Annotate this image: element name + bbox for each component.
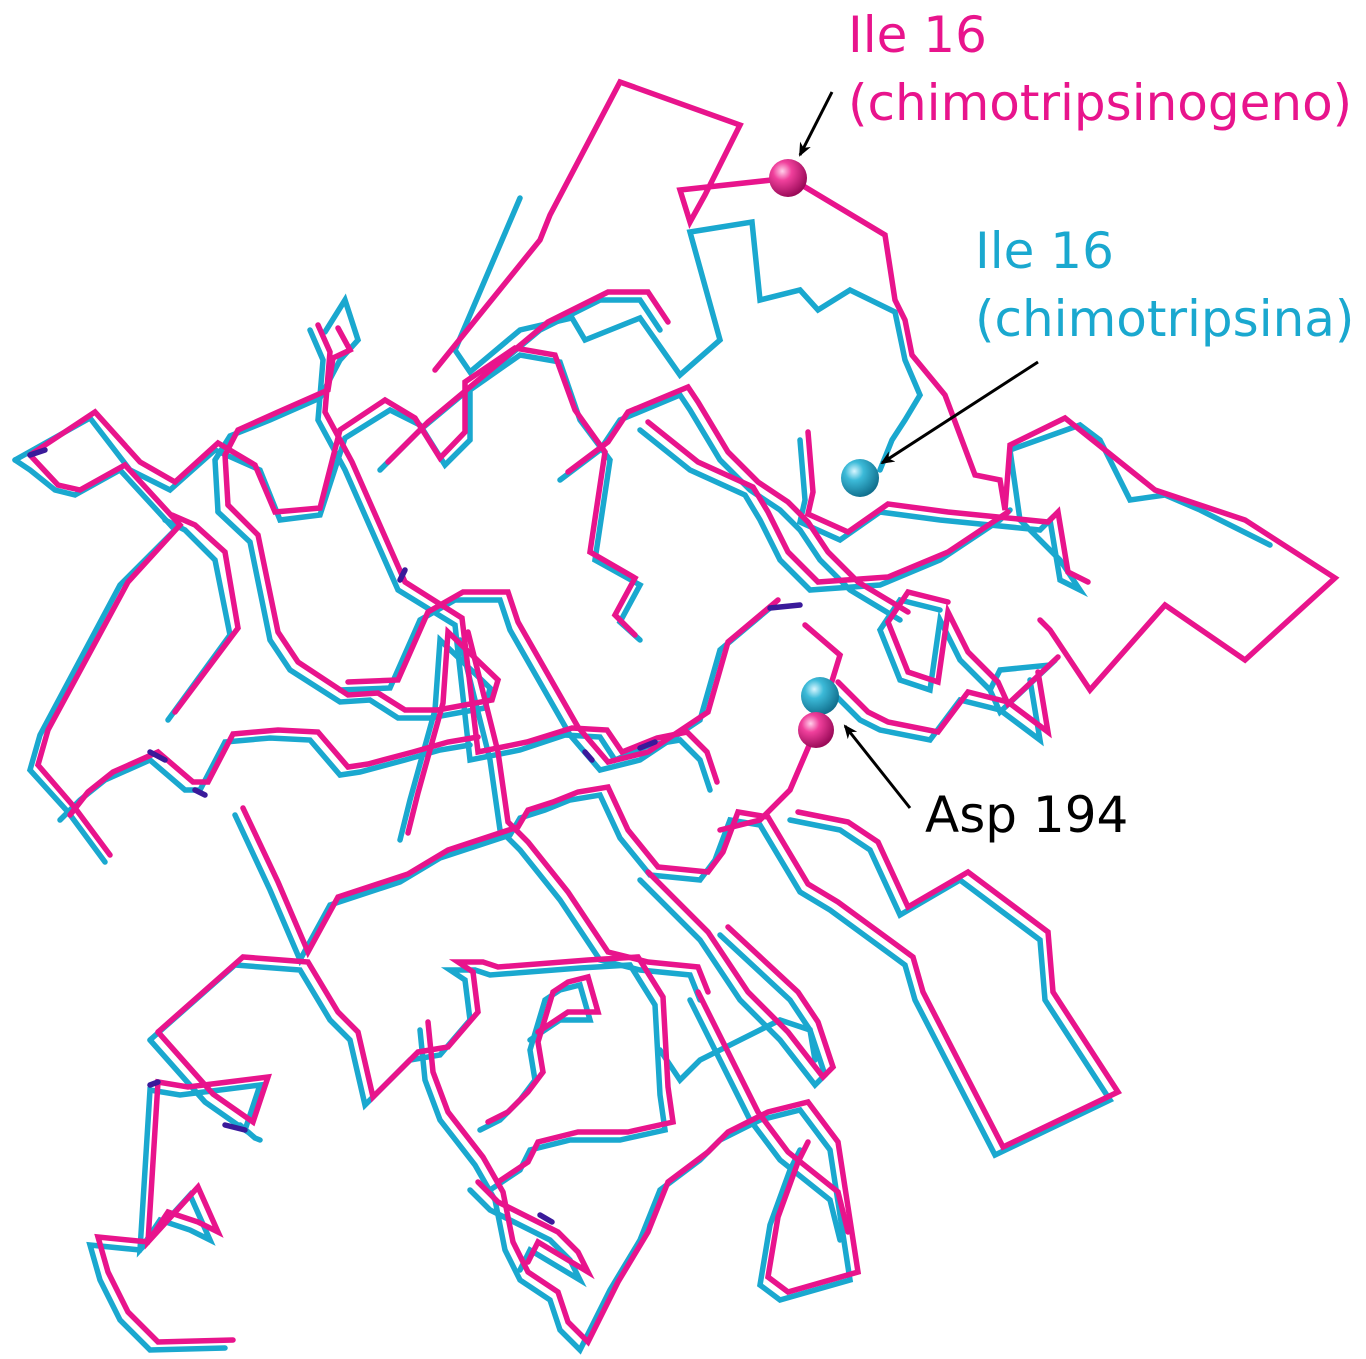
- ile16-chymotrypsin-label-line2: (chimotripsina): [975, 290, 1354, 348]
- ile16-chymotrypsinogen-marker: [769, 159, 807, 197]
- asp194-chymotrypsinogen-marker: [798, 712, 834, 748]
- ile16-chymotrypsin-pointer: [880, 360, 1039, 465]
- overlap-accents: [27, 447, 803, 1225]
- ile16-chymotrypsinogen-pointer: [798, 91, 834, 157]
- asp194-chymotrypsin-marker: [801, 677, 839, 715]
- chymotrypsin-backbone-trace: [12, 195, 1273, 1355]
- ile16-chymotrypsin-marker: [841, 459, 879, 497]
- ile16-chymotrypsin-label-line1: Ile 16: [975, 222, 1114, 280]
- asp194-pointer: [843, 724, 912, 809]
- ile16-chymotrypsinogen-label-line1: Ile 16: [848, 6, 987, 64]
- ile16-chymotrypsinogen-label-line2: (chimotripsinogeno): [848, 74, 1352, 132]
- chymotrypsinogen-backbone-trace: [27, 78, 1340, 1347]
- asp194-label: Asp 194: [925, 786, 1128, 844]
